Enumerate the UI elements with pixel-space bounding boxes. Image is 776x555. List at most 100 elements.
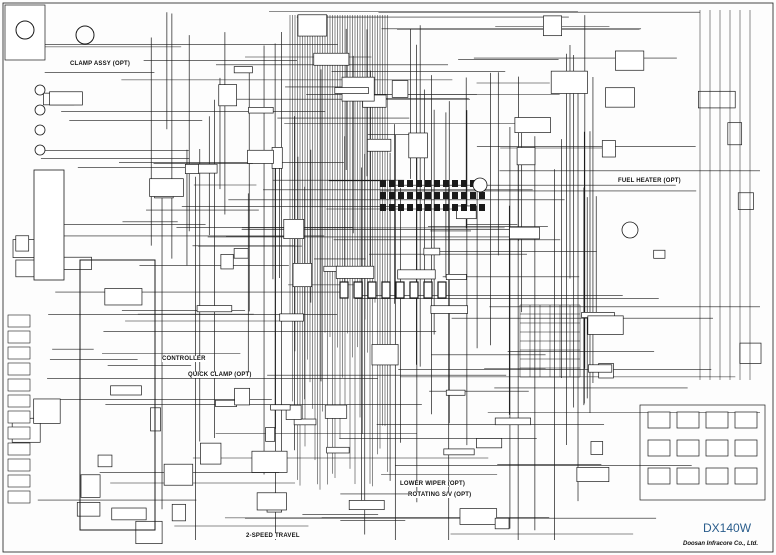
- component-box: [200, 442, 222, 465]
- fuse: [353, 281, 363, 299]
- component-box: [605, 87, 635, 108]
- connector-view-panel: [639, 404, 766, 501]
- component-box: [104, 288, 143, 306]
- relay-block: [452, 204, 458, 211]
- relay-block: [416, 204, 422, 211]
- relay-block: [398, 180, 404, 187]
- connector-view: [705, 411, 729, 429]
- component-box: [97, 454, 113, 468]
- relay-block: [470, 192, 476, 199]
- component-box: [326, 446, 350, 454]
- section-label-controller: CONTROLLER: [162, 356, 206, 362]
- switch-block: [7, 442, 31, 456]
- relay-block: [479, 204, 485, 211]
- component-box: [587, 315, 624, 335]
- model-name: DX140W: [703, 521, 752, 535]
- relay-block: [416, 180, 422, 187]
- fuse: [437, 281, 447, 299]
- connector-view: [676, 467, 700, 485]
- connector-view: [734, 411, 758, 429]
- relay-block: [407, 192, 413, 199]
- switch-block: [7, 346, 31, 360]
- component-box: [335, 265, 375, 279]
- component-box: [150, 407, 161, 432]
- component-box: [443, 448, 475, 456]
- relay-block: [380, 204, 386, 211]
- lamp-symbol: [34, 124, 46, 136]
- switch-block: [7, 394, 31, 408]
- lamp-symbol: [34, 144, 46, 156]
- component-box: [163, 463, 194, 486]
- switch-block: [7, 474, 31, 488]
- relay-block: [407, 180, 413, 187]
- component-box: [135, 520, 163, 545]
- component-box: [110, 385, 142, 396]
- fuse: [409, 281, 419, 299]
- relay-block: [380, 180, 386, 187]
- component-box: [366, 138, 392, 152]
- component-box: [430, 305, 468, 314]
- connector-view: [734, 439, 758, 457]
- component-box: [653, 249, 666, 259]
- motor-symbol: [621, 221, 639, 239]
- relay-block: [443, 180, 449, 187]
- relay-block: [398, 192, 404, 199]
- relay-block: [470, 204, 476, 211]
- component-box: [494, 417, 531, 426]
- controller-outline: [79, 259, 156, 531]
- relay-block: [461, 192, 467, 199]
- component-box: [615, 50, 645, 71]
- component-box: [292, 263, 313, 288]
- connector-view: [676, 439, 700, 457]
- connector-view: [705, 439, 729, 457]
- connector-legend: [4, 4, 46, 61]
- component-box: [408, 132, 428, 159]
- relay-block: [398, 204, 404, 211]
- component-box: [601, 140, 616, 158]
- component-box: [739, 342, 762, 364]
- component-box: [509, 226, 540, 240]
- component-box: [297, 14, 328, 37]
- component-box: [111, 507, 147, 521]
- connector-view: [647, 439, 671, 457]
- component-box: [543, 15, 563, 37]
- component-box: [391, 80, 409, 98]
- switch-block: [7, 426, 31, 440]
- relay-block: [443, 192, 449, 199]
- fuse: [423, 281, 433, 299]
- relay-block: [380, 192, 386, 199]
- component-box: [371, 344, 399, 366]
- connector-pinout: [75, 25, 95, 45]
- connector-view: [647, 467, 671, 485]
- component-box: [588, 364, 613, 373]
- fuse: [367, 281, 377, 299]
- switch-block: [7, 490, 31, 504]
- component-box: [184, 163, 199, 174]
- component-box: [196, 305, 233, 313]
- relay-block: [425, 180, 431, 187]
- component-box: [576, 467, 610, 483]
- switch-block: [7, 362, 31, 376]
- component-box: [293, 418, 317, 426]
- relay-block: [443, 204, 449, 211]
- component-box: [233, 248, 249, 259]
- component-box: [215, 399, 237, 407]
- connector-pinout: [15, 20, 35, 40]
- relay-block: [407, 204, 413, 211]
- component-box: [279, 313, 304, 322]
- connector-view: [647, 411, 671, 429]
- component-box: [423, 247, 441, 256]
- relay-block: [389, 192, 395, 199]
- connector-view: [676, 411, 700, 429]
- motor-symbol: [472, 177, 488, 193]
- component-box: [476, 438, 503, 449]
- component-box: [283, 219, 305, 239]
- component-box: [313, 52, 350, 66]
- component-box: [80, 474, 101, 498]
- lamp-symbol: [34, 104, 46, 116]
- connector-view: [705, 467, 729, 485]
- component-box: [234, 387, 250, 406]
- component-box: [514, 117, 551, 133]
